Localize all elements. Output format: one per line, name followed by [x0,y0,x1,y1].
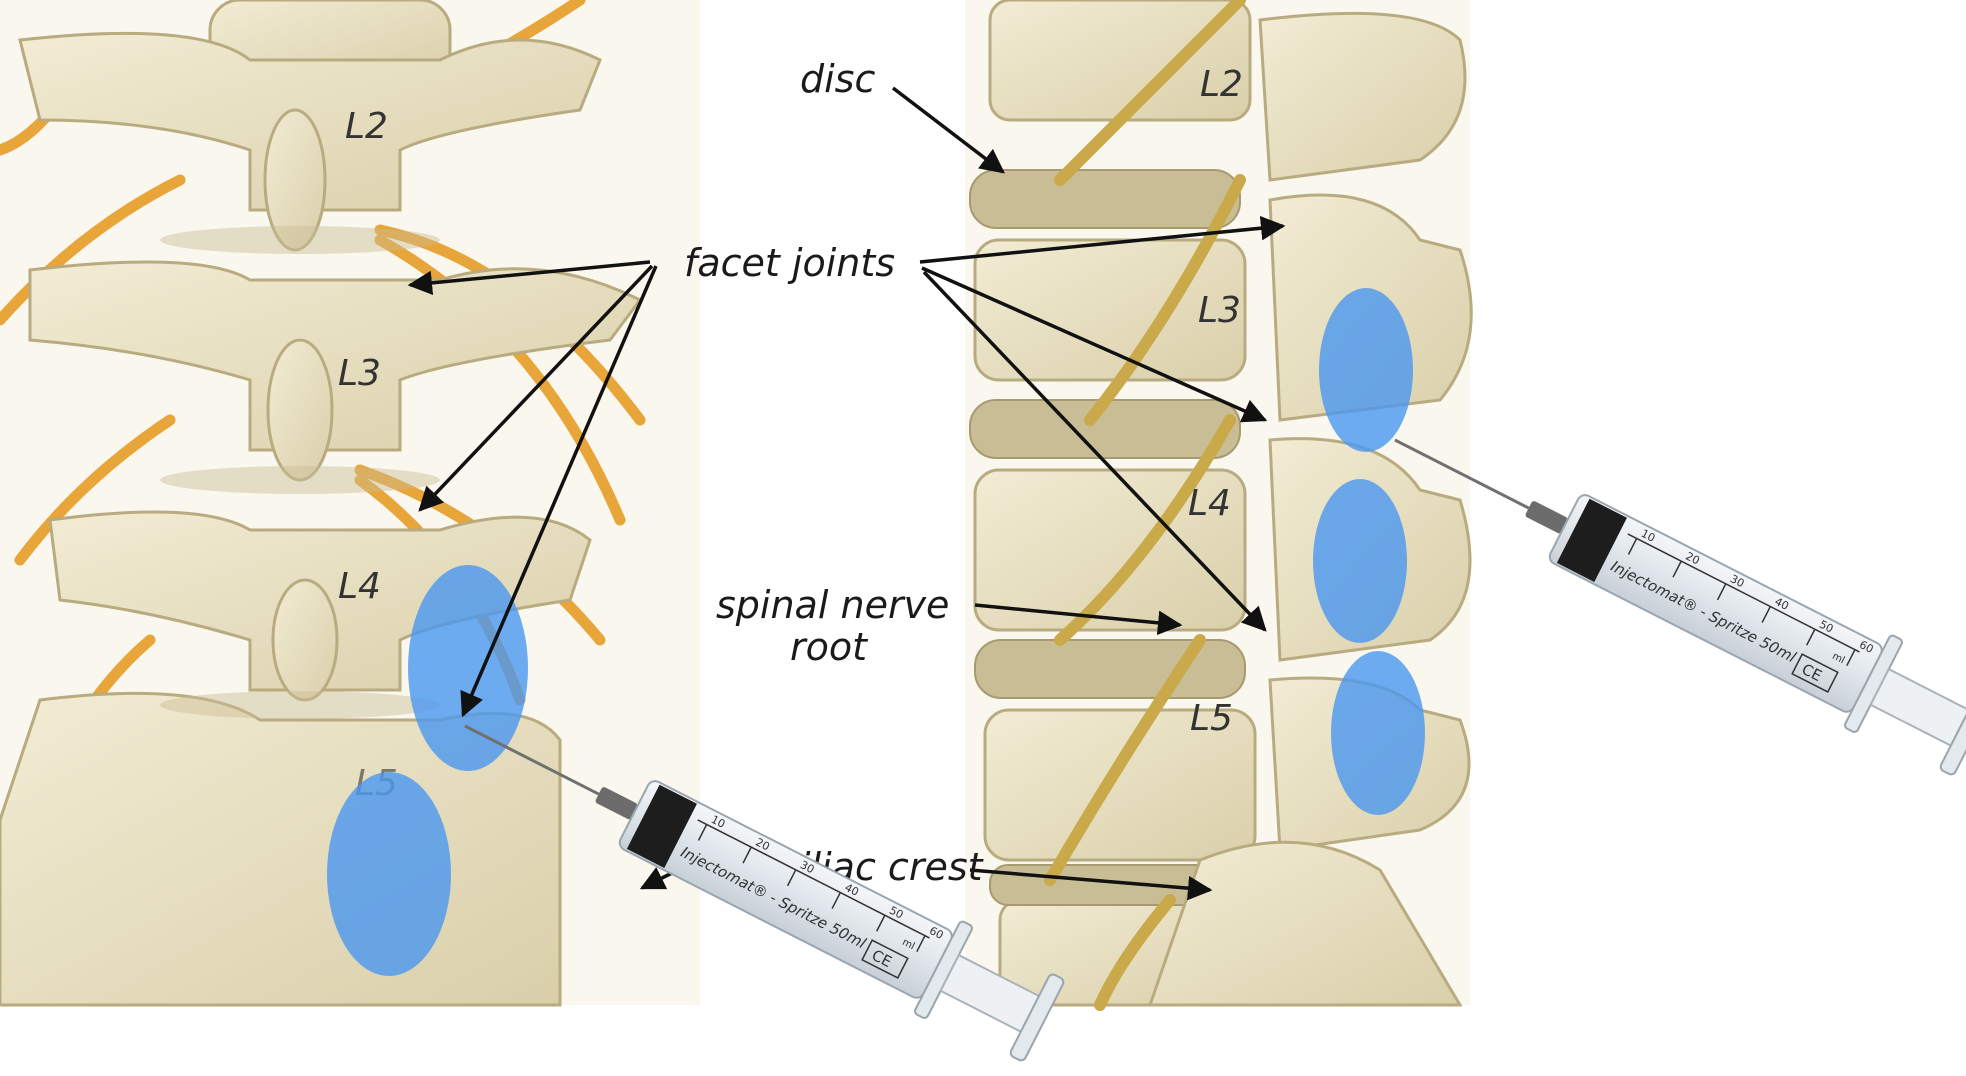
right-vertebra-label-l5: L5 [1190,698,1233,739]
syringe-right-scale [1627,533,1860,667]
right-nerve-roots [1044,0,1246,1011]
right-vertebra-label-l3: L3 [1198,290,1241,331]
syringe-right-tick-50: 50 [1817,618,1835,636]
right-vertebra-label-l2: L2 [1200,64,1243,105]
syringe-left-tick-40: 40 [843,881,861,899]
label-spinal-nerve-root-line1: spinal nerve [716,583,949,627]
syringe-right-tick-10: 10 [1639,527,1657,545]
label-facet-joints: facet joints [684,241,895,285]
label-spinal-nerve-root-line2: root [790,625,869,669]
left-vertebra-label-l4: L4 [338,566,381,607]
right-injection-marker-l4 [1313,479,1407,643]
syringe-left-tick-20: 20 [753,836,771,854]
right-injection-marker-l5 [1331,651,1425,815]
left-vertebra-label-l2: L2 [345,106,388,147]
syringe-right-tick-20: 20 [1683,550,1701,568]
right-spine-panel: L2 L3 L4 L5 [965,0,1473,1011]
left-spine-panel: L2 L3 L4 L5 [0,0,700,1007]
right-injection-marker-l3 [1319,288,1413,452]
syringe-left-tick-60: 60 [927,924,945,942]
left-injection-marker-l5 [327,772,451,976]
syringe-left: 10 20 30 40 50 ml 60 Injectomat® - Sprit… [464,724,1065,1062]
syringe-left-tick-50: 50 [887,904,905,922]
syringe-left-tick-ml: ml [900,937,916,952]
syringe-left-tick-30: 30 [798,858,816,876]
syringe-right-tick-30: 30 [1728,572,1746,590]
syringe-right-tick-ml: ml [1830,651,1846,666]
right-vertebra-label-l4: L4 [1188,483,1231,524]
right-posterior-elements [1147,11,1473,1007]
left-vertebra-label-l3: L3 [338,353,381,394]
syringe-right-tick-40: 40 [1773,595,1791,613]
left-vertebral-column [0,0,643,1007]
syringe-left-tick-10: 10 [709,813,727,831]
left-bone-shading [160,226,440,719]
annotation-arrows [407,86,1286,901]
left-injection-marker-l4 [408,565,528,771]
label-disc: disc [800,57,875,101]
syringe-left-scale [697,819,930,953]
syringe-right-tick-60: 60 [1857,638,1875,656]
